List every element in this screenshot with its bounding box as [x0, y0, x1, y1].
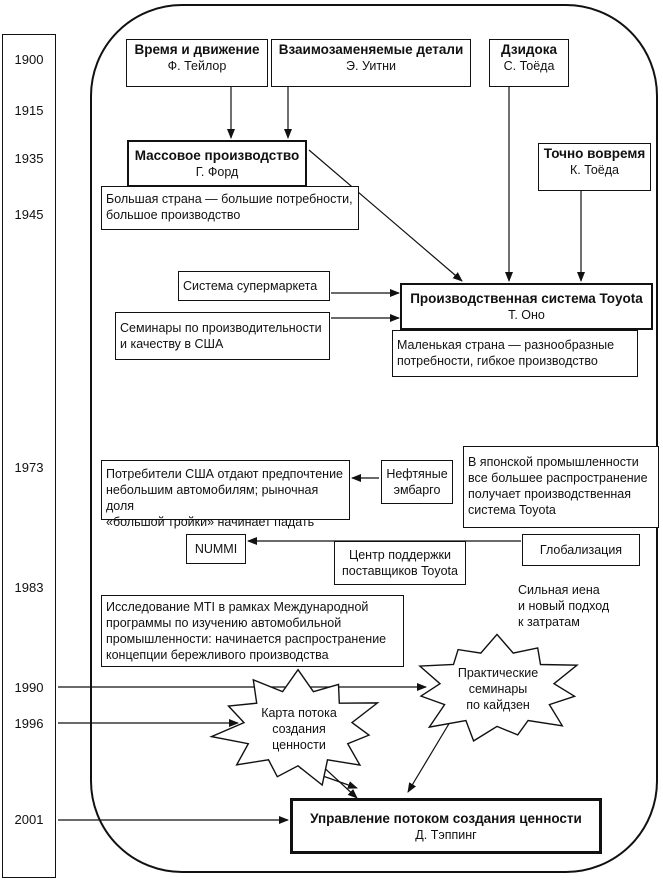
timeline-bar: [2, 34, 56, 878]
box-toyota-production-system: Производственная система Toyota Т. Оно: [400, 283, 653, 330]
box-japan-tps: В японской промышленности все большее ра…: [463, 446, 659, 528]
box-supplier-center: Центр поддержки поставщиков Toyota: [334, 541, 466, 585]
vsm-starburst: [209, 668, 380, 787]
year-1973: 1973: [14, 460, 44, 475]
box-strong-yen: Сильная иена и новый подход к затратам: [518, 583, 610, 629]
box-just-in-time: Точно вовремя К. Тоёда: [538, 143, 651, 191]
box-jidoka: Дзидока С. Тоёда: [489, 39, 569, 87]
box-value-stream-management: Управление потоком создания ценности Д. …: [290, 798, 602, 854]
year-1915: 1915: [14, 103, 44, 118]
box-globalization: Глобализация: [522, 534, 640, 566]
box-mass-production: Массовое производство Г. Форд: [127, 140, 307, 187]
year-1996: 1996: [14, 716, 44, 731]
year-2001: 2001: [14, 812, 44, 827]
box-oil-embargo: Нефтяные эмбарго: [381, 460, 453, 504]
box-nummi: NUMMI: [186, 534, 246, 564]
arrow-kaizen-to-mgmt: [407, 721, 451, 793]
box-interchangeable-parts: Взаимозаменяемые детали Э. Уитни: [271, 39, 471, 87]
year-1983: 1983: [14, 580, 44, 595]
kaizen-label: Практические семинары по кайдзен: [457, 666, 539, 712]
box-seminars-usa: Семинары по производительности и качеств…: [115, 312, 330, 360]
year-1945: 1945: [14, 207, 44, 222]
rounded-frame: [90, 4, 658, 873]
arrow-mass-to-tps: [308, 149, 463, 282]
box-time-motion: Время и движение Ф. Тейлор: [126, 39, 268, 87]
year-1935: 1935: [14, 151, 44, 166]
box-supermarket-system: Система супермаркета: [178, 271, 330, 301]
box-us-consumers: Потребители США отдают предпочтение небо…: [101, 460, 350, 529]
box-mit-study: Исследование MTI в рамках Международной …: [101, 595, 404, 667]
box-small-country: Маленькая страна — разнообразные потребн…: [392, 330, 638, 377]
box-big-country: Большая страна — большие потребности, бо…: [101, 186, 359, 230]
vsm-label: Карта потока создания ценности: [261, 706, 337, 752]
year-1990: 1990: [14, 680, 44, 695]
kaizen-starburst: [418, 633, 579, 742]
year-1900: 1900: [14, 52, 44, 67]
